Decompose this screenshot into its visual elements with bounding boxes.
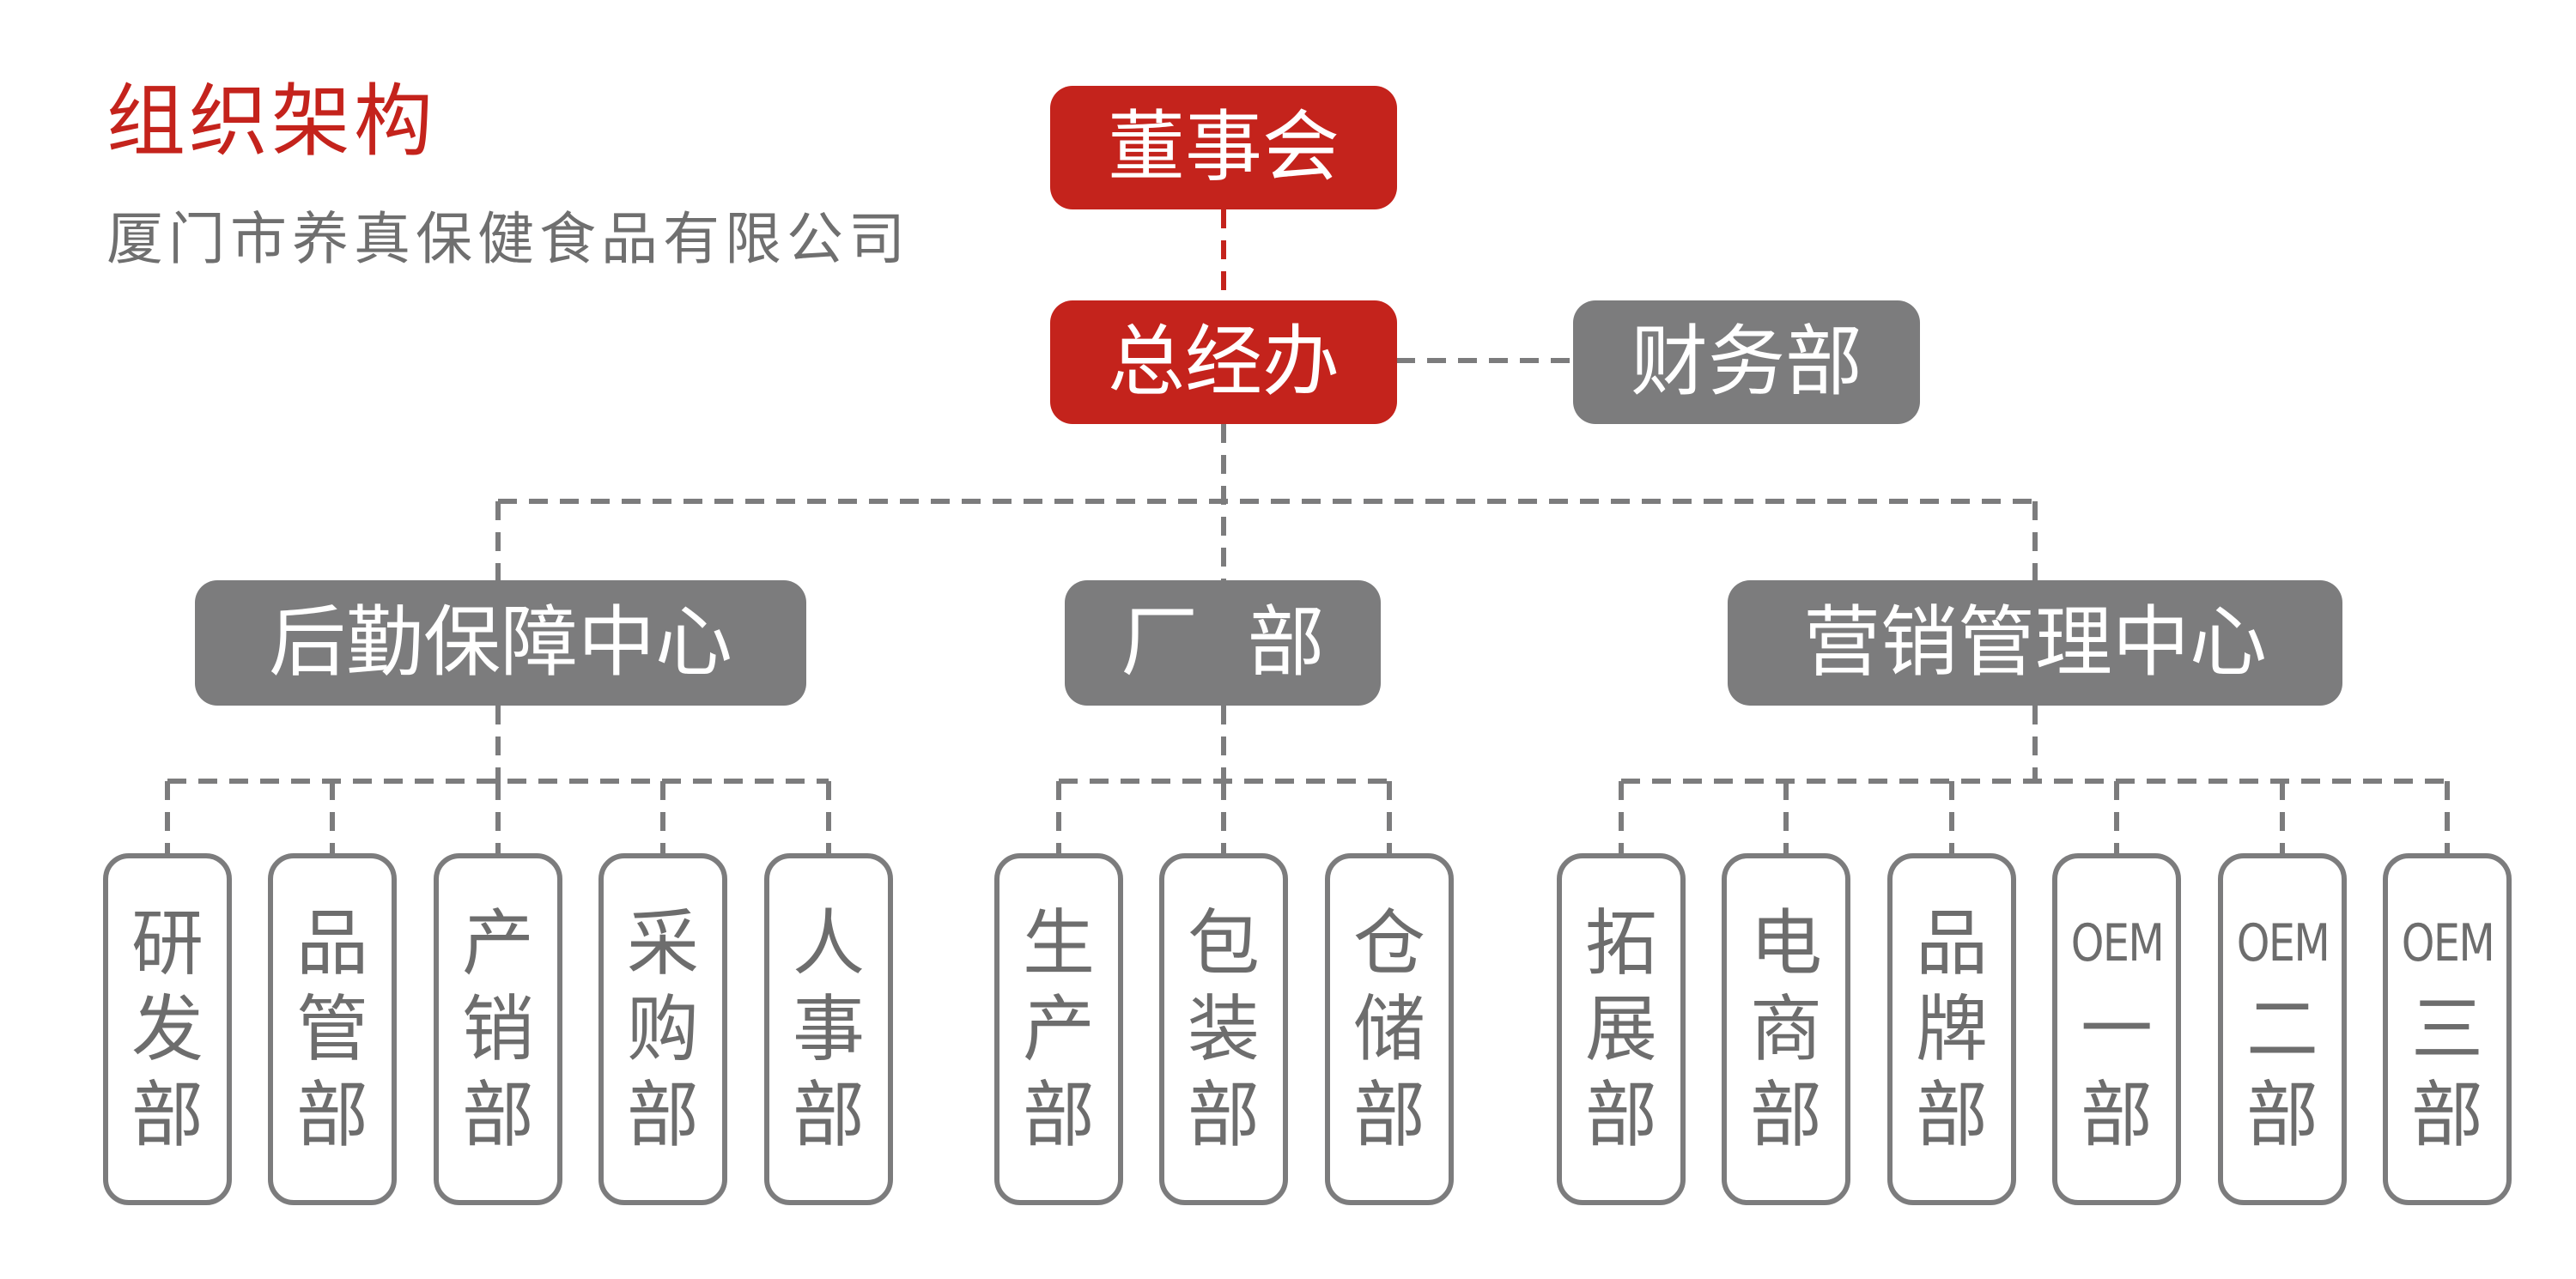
node-finance: 财务部 <box>1573 300 1920 424</box>
dept-oem-2: OEM 二 部 <box>2218 853 2347 1205</box>
node-board: 董事会 <box>1050 86 1397 209</box>
dept-oem-3: OEM 三 部 <box>2383 853 2512 1205</box>
dept-packaging: 包 装 部 <box>1159 853 1288 1205</box>
dept-purchasing: 采 购 部 <box>598 853 727 1205</box>
node-logistics-center: 后勤保障中心 <box>195 580 806 706</box>
page-title: 组织架构 <box>106 76 437 167</box>
dept-rnd: 研 发 部 <box>103 853 232 1205</box>
node-factory-label: 厂 部 <box>1121 597 1325 688</box>
company-name: 厦门市养真保健食品有限公司 <box>106 206 910 272</box>
node-finance-label: 财务部 <box>1631 317 1862 407</box>
node-gm-office-label: 总经办 <box>1108 317 1340 407</box>
dept-warehouse: 仓 储 部 <box>1325 853 1454 1205</box>
dept-expansion: 拓 展 部 <box>1557 853 1686 1205</box>
dept-quality: 品 管 部 <box>268 853 397 1205</box>
dept-oem-1: OEM 一 部 <box>2052 853 2181 1205</box>
dept-ecommerce: 电 商 部 <box>1722 853 1850 1205</box>
node-logistics-center-label: 后勤保障中心 <box>269 597 732 688</box>
node-marketing-center-label: 营销管理中心 <box>1803 597 2267 688</box>
node-factory: 厂 部 <box>1065 580 1381 706</box>
node-marketing-center: 营销管理中心 <box>1728 580 2342 706</box>
dept-production-sales: 产 销 部 <box>434 853 562 1205</box>
node-gm-office: 总经办 <box>1050 300 1397 424</box>
dept-production: 生 产 部 <box>994 853 1123 1205</box>
dept-hr: 人 事 部 <box>764 853 893 1205</box>
dept-brand: 品 牌 部 <box>1887 853 2016 1205</box>
node-board-label: 董事会 <box>1108 102 1340 192</box>
